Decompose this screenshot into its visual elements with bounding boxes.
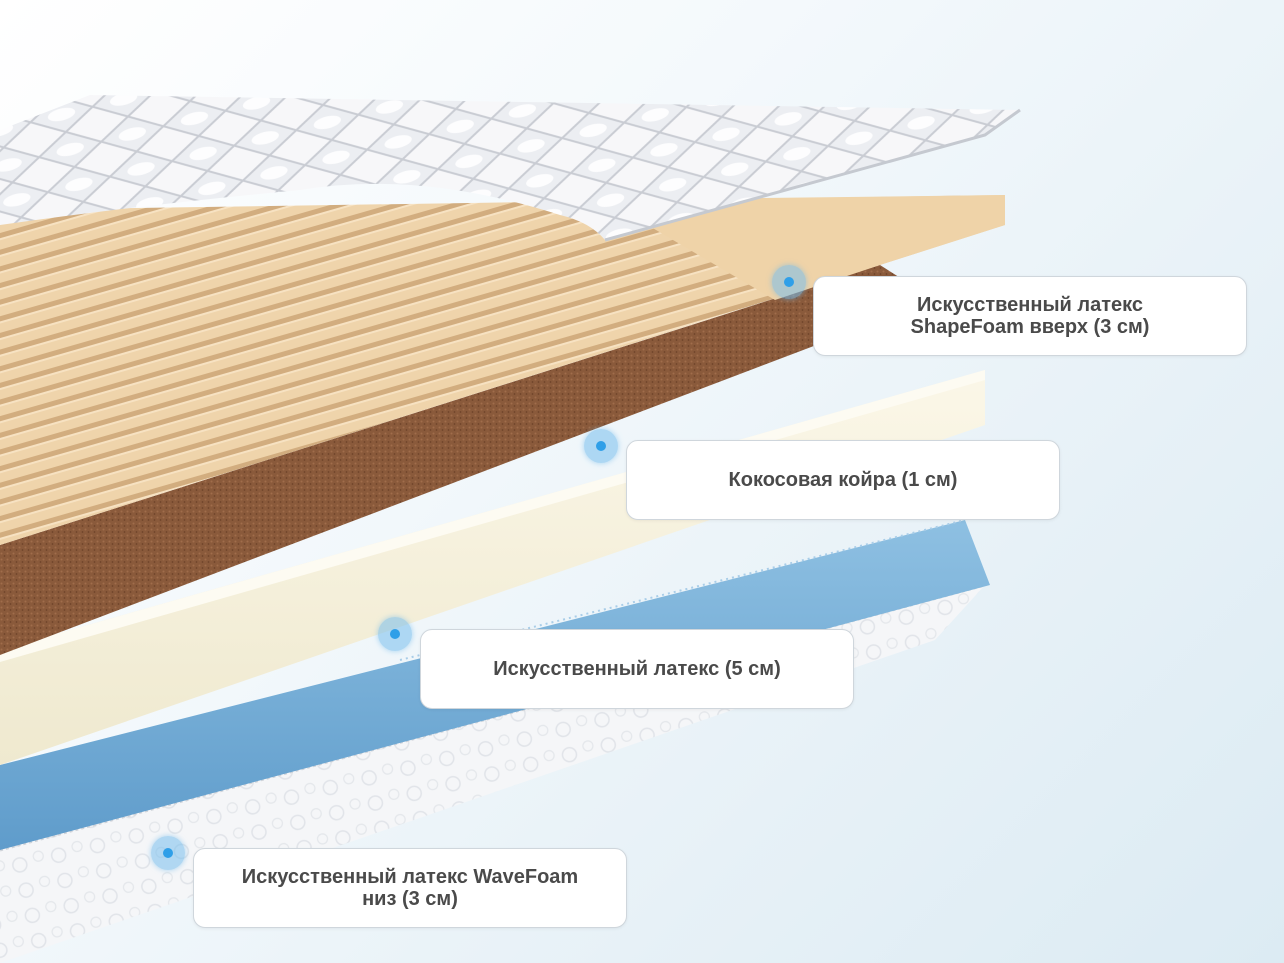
marker-coconut-coir xyxy=(584,429,618,463)
quilted-cover-shape xyxy=(0,95,1021,242)
callout-shapefoam-label: Искусственный латекс ShapeFoam вверх (3 … xyxy=(910,294,1150,338)
callout-coconut-coir: Кокосовая койра (1 см) xyxy=(626,440,1060,520)
marker-latex-5cm xyxy=(378,617,412,651)
callout-latex-5cm: Искусственный латекс (5 см) xyxy=(420,629,854,709)
marker-wavefoam xyxy=(151,836,185,870)
coconut-coir-layer-shape xyxy=(0,265,935,655)
shapefoam-layer-shape xyxy=(0,195,1005,545)
callout-wavefoam: Искусственный латекс WaveFoam низ (3 см) xyxy=(193,848,627,928)
marker-shapefoam xyxy=(772,265,806,299)
callout-coconut-coir-label: Кокосовая койра (1 см) xyxy=(728,469,958,491)
callout-shapefoam: Искусственный латекс ShapeFoam вверх (3 … xyxy=(813,276,1247,356)
callout-wavefoam-label: Искусственный латекс WaveFoam низ (3 см) xyxy=(241,866,579,910)
callout-latex-5cm-label: Искусственный латекс (5 см) xyxy=(493,658,781,680)
